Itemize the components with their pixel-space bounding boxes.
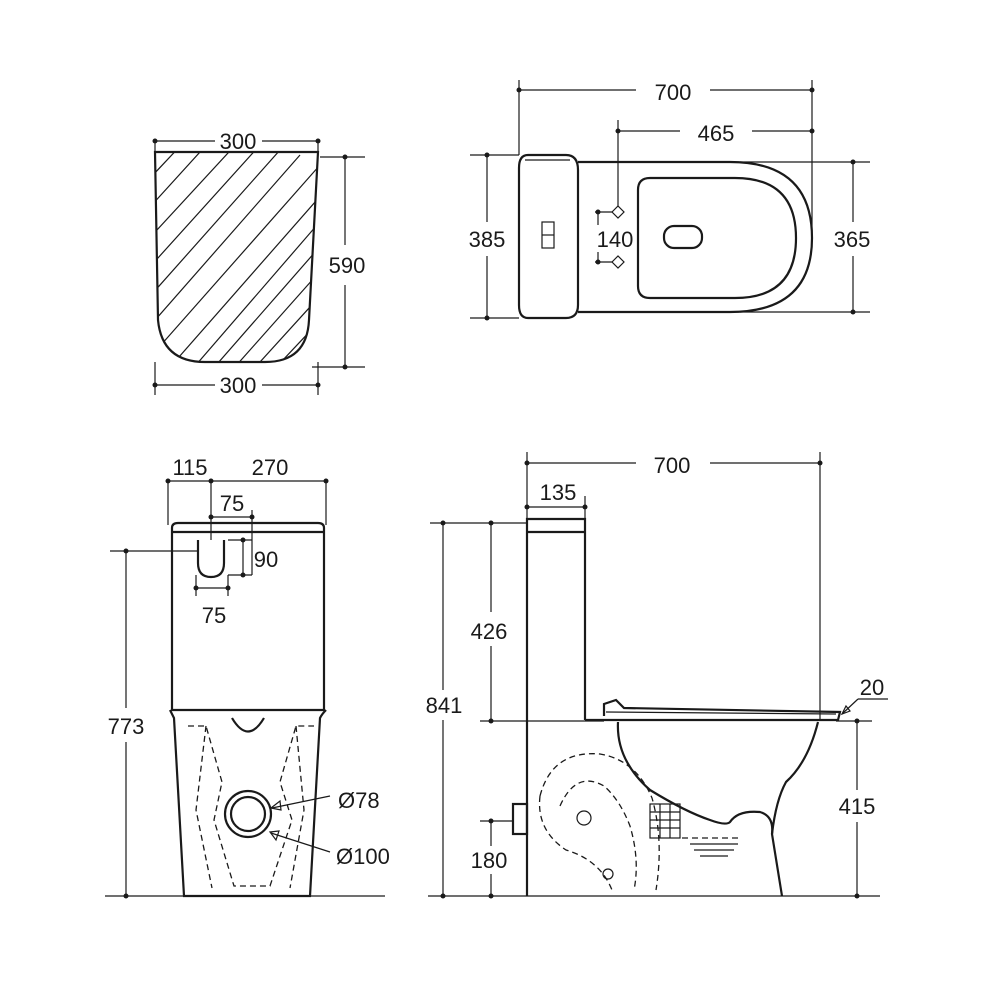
inlet-slot-icon [196, 540, 226, 579]
tank-plan-outline [153, 150, 320, 364]
tank-side-outline [525, 517, 587, 896]
overall-length-side-label: 700 [654, 453, 691, 478]
height-773-label: 773 [108, 714, 145, 739]
seat-inner-outline [636, 176, 798, 300]
offset-115-label: 115 [172, 455, 207, 480]
side-view: 700 135 426 841 180 415 20 [426, 452, 888, 899]
back-view: 115 270 75 90 75 773 Ø78 Ø100 [105, 455, 390, 899]
outlet-offset-label: 465 [698, 121, 735, 146]
fixing-spacing-label: 140 [597, 227, 634, 252]
tank-depth-top-label: 385 [469, 227, 506, 252]
trapway-outline [539, 753, 660, 891]
seat-side-outline [585, 698, 842, 722]
water-inlet-connector [511, 802, 529, 836]
tank-depth-label: 590 [329, 253, 366, 278]
tank-plan-hatching [155, 152, 318, 362]
internal-trap-outline [188, 725, 314, 887]
tank-width-bottom-label: 300 [220, 373, 257, 398]
bowl-width-label: 365 [834, 227, 871, 252]
tank-lid-outline [170, 521, 326, 532]
tank-width-top-label: 300 [220, 129, 257, 154]
top-view: 140 700 465 385 365 [469, 80, 871, 321]
tank-plan-view: 300 300 590 [152, 129, 366, 398]
outlet-inner-circle [229, 795, 267, 833]
height-426-label: 426 [471, 619, 508, 644]
tank-body-outline [170, 532, 326, 712]
outlet-outer-circle [223, 789, 273, 839]
offset-270-label: 270 [252, 455, 289, 480]
outlet-dia-100-label: Ø100 [336, 844, 390, 869]
inlet-75-bottom-label: 75 [202, 603, 226, 628]
height-841-label: 841 [426, 693, 463, 718]
tank-thickness-label: 135 [540, 480, 577, 505]
overall-length-top-label: 700 [655, 80, 692, 105]
inlet-75-top-label: 75 [220, 491, 244, 516]
seat-thickness-label: 20 [860, 675, 884, 700]
bowl-opening-icon [662, 224, 704, 250]
seat-height-label: 415 [839, 794, 876, 819]
bowl-side-outline [616, 721, 784, 897]
inlet-height-label: 180 [471, 848, 508, 873]
fixing-point-icon [611, 205, 625, 269]
pan-body-outline [169, 709, 327, 898]
rim-grill-icon [649, 803, 681, 839]
tank-top-outline [517, 153, 580, 320]
bowl-top-outline [578, 160, 814, 314]
inlet-90-label: 90 [254, 547, 278, 572]
outlet-dia-78-label: Ø78 [338, 788, 380, 813]
